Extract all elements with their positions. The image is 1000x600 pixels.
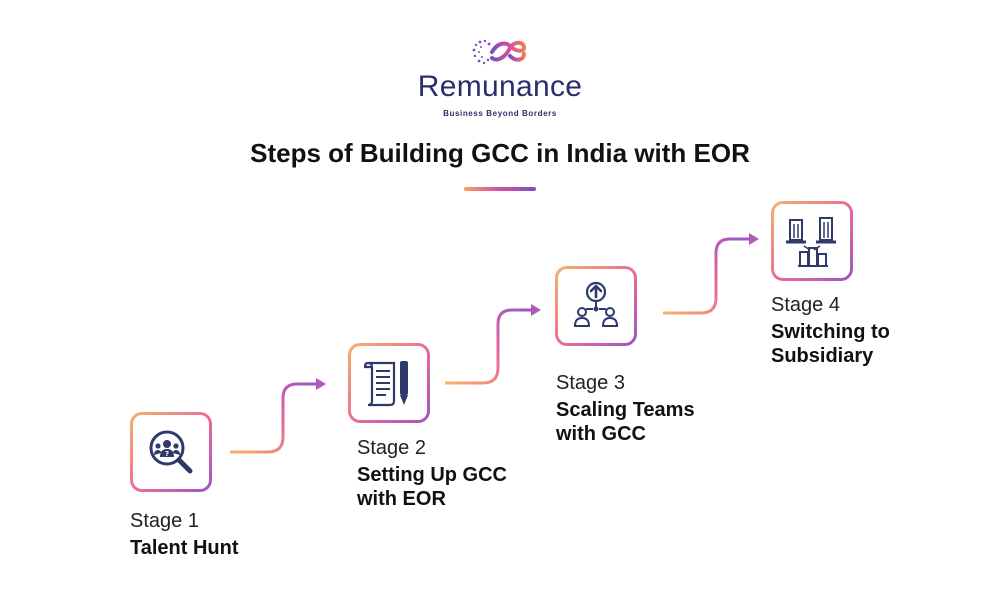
svg-text:?: ? bbox=[165, 450, 169, 458]
team-scaling-icon bbox=[573, 281, 619, 327]
stage-2-icon-box bbox=[348, 343, 430, 423]
arrow-stage2-to-stage3 bbox=[445, 304, 541, 385]
stage-4-label: Stage 4 bbox=[771, 294, 840, 316]
stage-2-label: Stage 2 bbox=[357, 437, 426, 459]
page-title: Steps of Building GCC in India with EOR bbox=[250, 138, 750, 168]
arrow-stage3-to-stage4 bbox=[663, 233, 759, 315]
stage-3-name: Scaling Teams with GCC bbox=[556, 398, 695, 446]
document-pen-icon bbox=[364, 361, 408, 407]
stage-4-name: Switching to Subsidiary bbox=[771, 320, 890, 368]
stage-4-icon-box bbox=[771, 201, 853, 281]
stage-1-icon-box: ? bbox=[130, 412, 212, 492]
stage-3-icon-box bbox=[555, 266, 637, 346]
stage-2-name: Setting Up GCC with EOR bbox=[357, 463, 507, 511]
brand-tagline: Business Beyond Borders bbox=[443, 109, 557, 118]
stage-2-name-line: Setting Up GCC bbox=[357, 464, 507, 486]
stage-3-name-line: with GCC bbox=[556, 423, 646, 445]
stage-3-name-line: Scaling Teams bbox=[556, 399, 695, 421]
stage-1-name-line: Talent Hunt bbox=[130, 537, 239, 559]
stage-2-name-line: with EOR bbox=[357, 488, 446, 510]
stage-1-label: Stage 1 bbox=[130, 510, 199, 532]
arrow-stage1-to-stage2 bbox=[230, 378, 326, 454]
talent-search-icon: ? bbox=[149, 430, 193, 474]
brand-name: Remunance bbox=[417, 70, 583, 103]
stage-1-name: Talent Hunt bbox=[130, 536, 239, 560]
infinity-logo-icon bbox=[472, 39, 527, 65]
buildings-icon bbox=[786, 217, 836, 267]
brand-logo: Remunance Business Beyond Borders bbox=[400, 36, 600, 126]
title-underline bbox=[464, 187, 536, 191]
stage-4-name-line: Subsidiary bbox=[771, 345, 874, 367]
stage-3-label: Stage 3 bbox=[556, 372, 625, 394]
stage-4-name-line: Switching to bbox=[771, 321, 890, 343]
